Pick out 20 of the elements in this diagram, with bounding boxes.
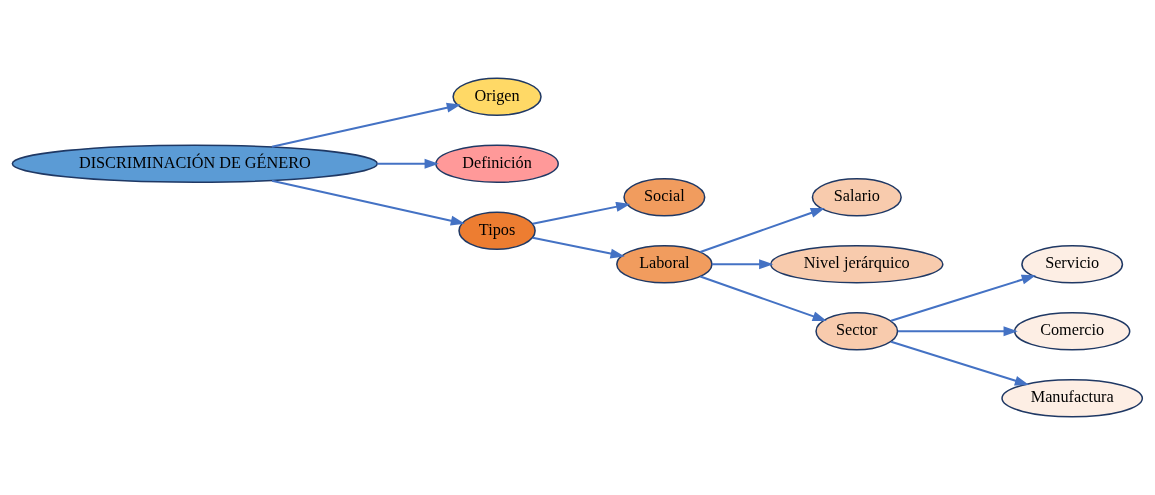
arrow: [897, 326, 1018, 337]
node-ellipse: Definición: [435, 144, 559, 184]
node-ellipse: Laboral: [616, 244, 713, 284]
arrow: [271, 102, 461, 148]
arrow: [699, 208, 825, 253]
arrow: [271, 179, 465, 226]
arrow: [532, 201, 631, 225]
node-ellipse: DISCRIMINACIÓN DE GÉNERO: [11, 144, 379, 184]
node-ellipse: Tipos: [458, 211, 536, 251]
node-ellipse: Origen: [452, 77, 542, 117]
arrow: [890, 274, 1036, 322]
arrow: [377, 158, 439, 169]
arrow: [532, 236, 625, 259]
node-ellipse: Comercio: [1013, 311, 1131, 351]
node-ellipse: Sector: [815, 311, 899, 351]
arrow: [699, 275, 827, 322]
arrow: [711, 259, 774, 270]
node-ellipse: Nivel jerárquico: [770, 244, 944, 284]
arrow: [890, 340, 1030, 386]
node-ellipse: Social: [623, 177, 706, 217]
